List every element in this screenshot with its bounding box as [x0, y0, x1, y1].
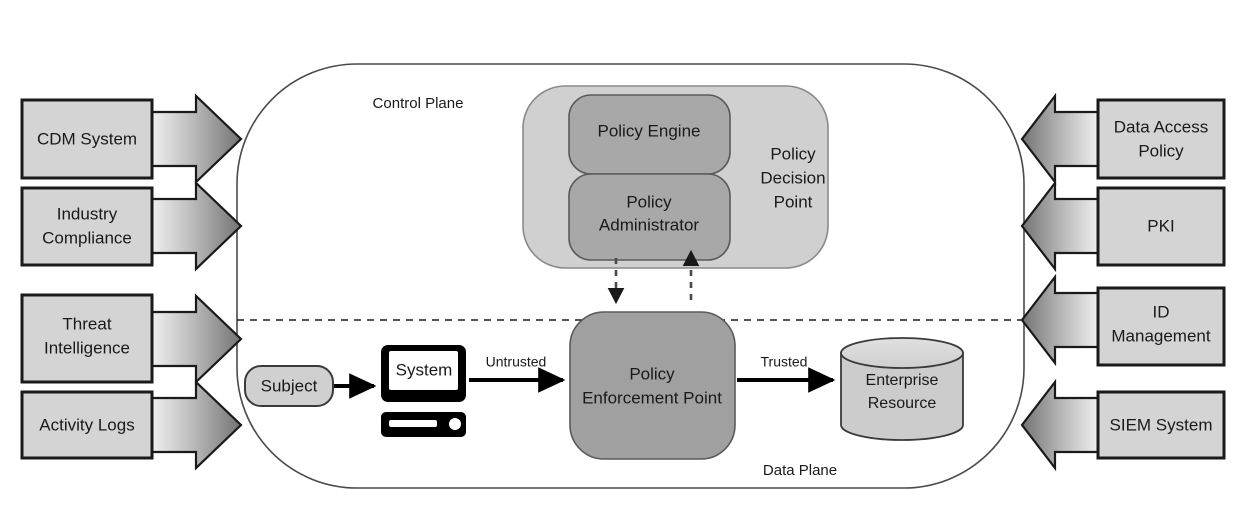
- flow-arrow-right-icon: [148, 379, 243, 471]
- flow-arrow-left-icon: [1020, 273, 1102, 367]
- pep-label-line1: Policy: [629, 364, 675, 383]
- source-label: Activity Logs: [39, 415, 134, 434]
- source-label-line2: Compliance: [42, 228, 132, 247]
- policy-engine-label: Policy Engine: [597, 121, 700, 140]
- left-source-industry-compliance[interactable]: Industry Compliance: [20, 180, 243, 272]
- flow-arrow-left-icon: [1020, 378, 1102, 472]
- source-box: [1096, 390, 1226, 460]
- source-box: [1096, 186, 1226, 267]
- data-plane-label: Data Plane: [763, 462, 837, 479]
- source-label-line1: Data Access: [1114, 117, 1209, 136]
- system-label: System: [396, 360, 453, 379]
- source-label: SIEM System: [1110, 415, 1213, 434]
- source-box: [20, 98, 154, 180]
- policy-administrator-label-line1: Policy: [626, 192, 672, 211]
- right-source-id-management[interactable]: ID Management: [1020, 273, 1226, 367]
- flow-arrow-left-icon: [1020, 179, 1102, 273]
- policy-administrator-label-line2: Administrator: [599, 215, 699, 234]
- pep-label-line2: Enforcement Point: [582, 388, 722, 407]
- database-cylinder-top: [840, 337, 964, 369]
- left-source-threat-intelligence[interactable]: Threat Intelligence: [20, 293, 243, 385]
- source-box: [1096, 98, 1226, 180]
- policy-administrator-node[interactable]: Policy Administrator: [568, 173, 731, 261]
- resource-label-line1: Enterprise: [866, 372, 939, 389]
- left-source-cdm-system[interactable]: CDM System: [20, 93, 243, 185]
- untrusted-label: Untrusted: [486, 354, 547, 370]
- pdp-label-line3: Point: [774, 192, 813, 211]
- source-label-line2: Policy: [1138, 141, 1184, 160]
- flow-arrow-left-icon: [1020, 92, 1102, 186]
- right-source-data-access-policy[interactable]: Data Access Policy: [1020, 92, 1226, 186]
- source-label-line1: ID: [1153, 302, 1170, 321]
- power-dot-icon: [449, 418, 461, 430]
- right-source-siem-system[interactable]: SIEM System: [1020, 378, 1226, 472]
- source-label: CDM System: [37, 129, 137, 148]
- subject-node[interactable]: Subject: [244, 365, 334, 407]
- enterprise-resource-node[interactable]: Enterprise Resource: [840, 337, 964, 441]
- left-source-activity-logs[interactable]: Activity Logs: [20, 379, 243, 471]
- subject-label: Subject: [261, 376, 318, 395]
- pdp-label-line2: Decision: [760, 168, 825, 187]
- source-label-line2: Management: [1111, 326, 1211, 345]
- right-source-pki[interactable]: PKI: [1020, 179, 1226, 273]
- database-cylinder-icon: [840, 352, 964, 441]
- flow-arrow-right-icon: [148, 93, 243, 185]
- policy-administrator-box: [568, 173, 731, 261]
- source-box: [20, 390, 154, 460]
- policy-decision-point[interactable]: Policy Decision Point Policy Engine Poli…: [522, 85, 829, 269]
- policy-enforcement-point[interactable]: Policy Enforcement Point: [569, 311, 736, 460]
- control-plane-label: Control Plane: [373, 95, 464, 112]
- source-box: [20, 293, 154, 384]
- pep-box: [569, 311, 736, 460]
- subject-pill: [244, 365, 334, 407]
- source-label-line2: Intelligence: [44, 338, 130, 357]
- source-box: [20, 186, 154, 267]
- policy-engine-node[interactable]: Policy Engine: [568, 94, 731, 175]
- resource-label-line2: Resource: [868, 395, 937, 412]
- source-label-line1: Threat: [62, 314, 111, 333]
- source-box: [1096, 286, 1226, 367]
- system-node[interactable]: System: [381, 345, 466, 437]
- flow-arrow-right-icon: [148, 180, 243, 272]
- source-label: PKI: [1147, 216, 1174, 235]
- source-label-line1: Industry: [57, 204, 118, 223]
- drive-slot-icon: [389, 420, 437, 427]
- flow-arrow-right-icon: [148, 293, 243, 385]
- trusted-label: Trusted: [761, 354, 808, 370]
- monitor-screen: [389, 351, 458, 390]
- pdp-label-line1: Policy: [770, 144, 816, 163]
